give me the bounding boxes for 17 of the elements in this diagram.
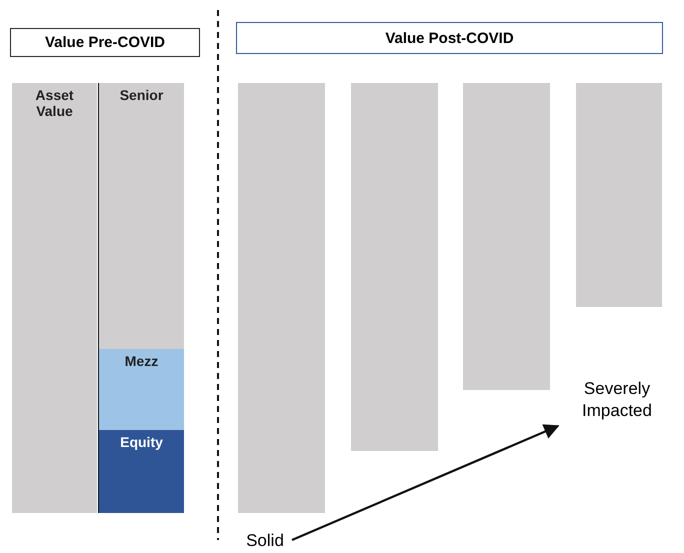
bar-segment	[98, 83, 184, 349]
axis-label: Solid	[240, 530, 290, 553]
bar	[351, 83, 438, 451]
bar	[238, 83, 325, 513]
header-box: Value Post-COVID	[236, 22, 663, 54]
bar-label: Asset Value	[34, 87, 75, 119]
bar-label: Equity	[120, 434, 163, 450]
axis-label: Severely Impacted	[552, 378, 682, 426]
bar	[576, 83, 662, 307]
bar	[463, 83, 550, 390]
bar-label: Senior	[120, 87, 164, 103]
header-box: Value Pre-COVID	[10, 28, 200, 57]
bar-segment	[12, 83, 97, 513]
bar-segment	[98, 430, 184, 513]
bar-segment	[98, 349, 184, 430]
bar-label: Mezz	[124, 353, 158, 369]
arrow	[292, 424, 560, 542]
